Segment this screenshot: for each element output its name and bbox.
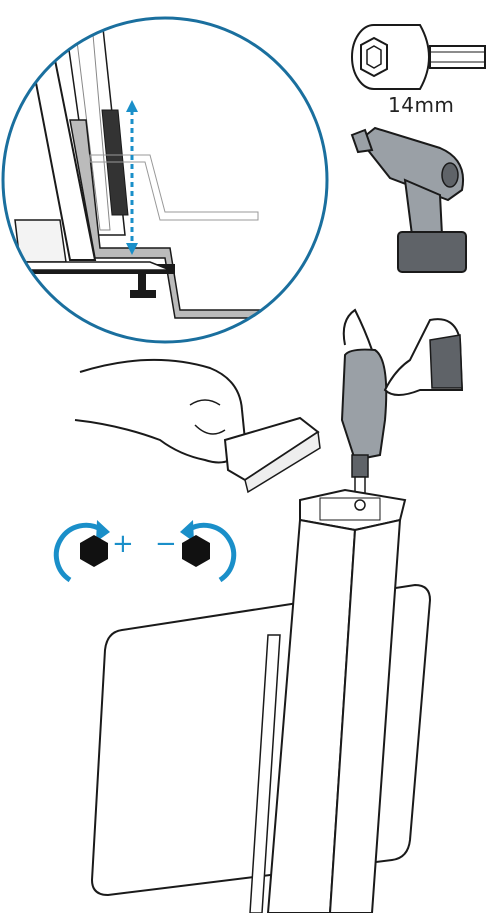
- socket-size-label: 14mm: [388, 93, 454, 117]
- loosen-rotation-icon: [180, 520, 234, 580]
- hand-with-drill: [342, 310, 462, 497]
- tighten-rotation-icon: [56, 520, 110, 580]
- socket-14mm-icon: [352, 25, 485, 89]
- loosen-minus-symbol: −: [155, 529, 177, 559]
- height-adjust-detail: [0, 0, 327, 342]
- power-drill-icon: [352, 128, 466, 272]
- hand-removing-cover: [75, 360, 320, 492]
- tighten-plus-symbol: +: [112, 529, 134, 559]
